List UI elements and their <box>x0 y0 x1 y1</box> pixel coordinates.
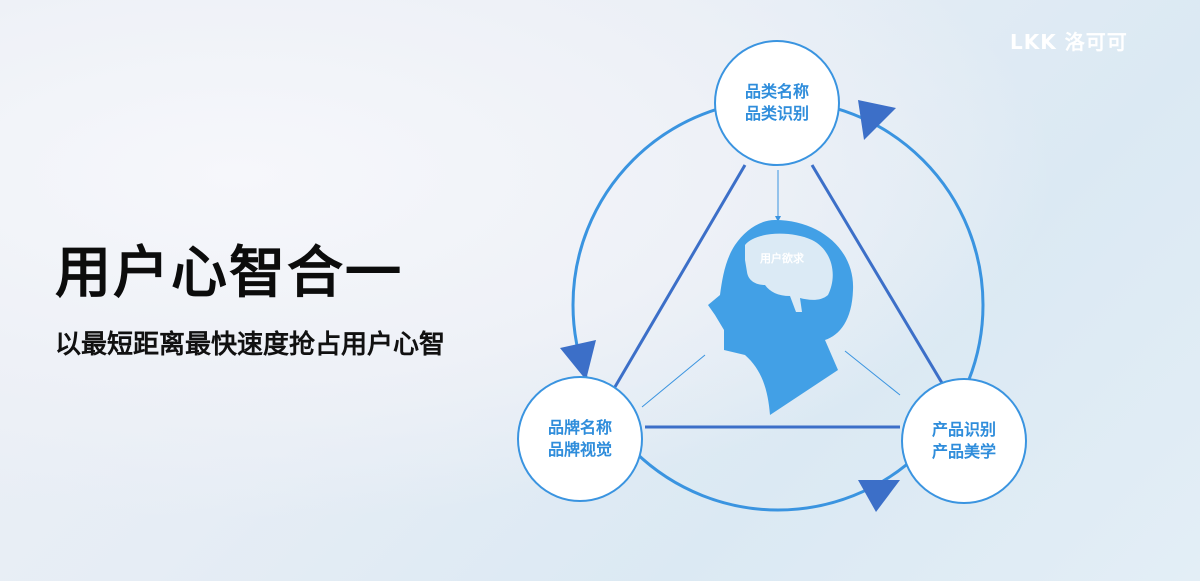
cycle-arrow-left <box>560 340 596 380</box>
node-brand-line2: 品牌视觉 <box>547 440 612 459</box>
node-product-line1: 产品识别 <box>931 420 996 439</box>
cycle-arrow-bottom <box>858 480 900 512</box>
node-category-line1: 品类名称 <box>744 82 809 101</box>
node-brand: 品牌名称 品牌视觉 <box>517 376 643 502</box>
node-category-line2: 品类识别 <box>744 104 809 123</box>
arrow-left-to-head <box>641 354 706 408</box>
brain-icon <box>745 233 833 312</box>
page-subtitle: 以最短距离最快速度抢占用户心智 <box>55 330 446 360</box>
node-category: 品类名称 品类识别 <box>714 40 840 166</box>
cycle-arrow-top-right <box>858 100 896 140</box>
triangle-edge-left <box>610 164 747 393</box>
node-product: 产品识别 产品美学 <box>901 378 1027 504</box>
page-title: 用户心智合一 <box>55 241 403 306</box>
triangle-edge-right <box>810 164 947 389</box>
node-brand-line1: 品牌名称 <box>547 418 612 437</box>
center-label: 用户欲求 <box>760 252 804 265</box>
arrow-right-to-head <box>844 350 901 396</box>
lkk-logo: LKK 洛可可 <box>1010 30 1128 54</box>
node-product-line2: 产品美学 <box>931 442 996 461</box>
